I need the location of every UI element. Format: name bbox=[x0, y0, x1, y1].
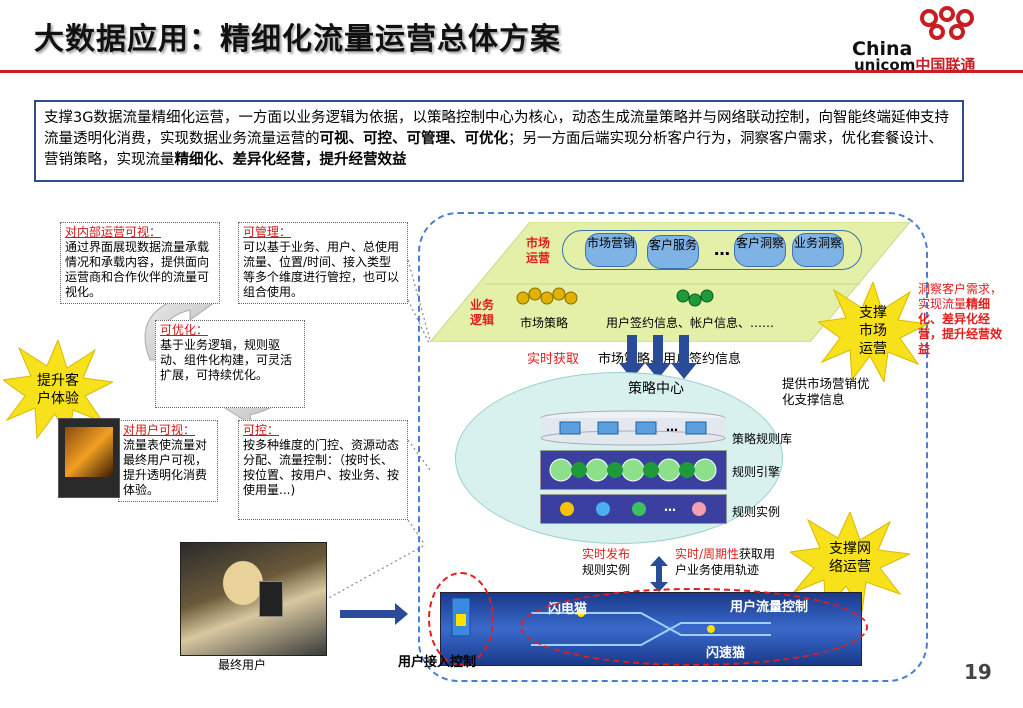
realtime-period-red: 实时/周期性 bbox=[675, 547, 740, 561]
logo-unicom-cn: 中国联通 bbox=[915, 56, 976, 74]
insight-text-red: 洞察客户需求，实现流量 bbox=[918, 282, 1003, 311]
intro-text-2: ；另一方面后端实现分析客户行为，洞察客户需求，优化套餐设计、营销策略，实现流量 bbox=[44, 131, 943, 168]
rules-db-cylinder-icon bbox=[540, 410, 726, 446]
realtime-publish-label: 实时发布 bbox=[582, 547, 631, 561]
fetch-track-text-1: 获取用 bbox=[739, 547, 776, 561]
access-device-icon bbox=[451, 597, 471, 637]
down-arrows-icon bbox=[619, 335, 697, 379]
market-items-group bbox=[562, 230, 862, 270]
policy-center-label: 策略中心 bbox=[628, 381, 684, 397]
arrow-right-icon bbox=[340, 603, 408, 625]
gears-icon bbox=[549, 458, 717, 482]
market-item-customer-insight: 客户洞察 bbox=[734, 233, 786, 267]
note-internal-visible-head: 对内部运营可视： bbox=[65, 225, 162, 239]
up-down-arrow-icon bbox=[650, 556, 668, 592]
page-title: 大数据应用：精细化流量运营总体方案 bbox=[34, 22, 561, 57]
burst-left-text: 提升客户体验 bbox=[37, 373, 79, 407]
note-user-visible: 对用户可视： 流量表使流量对最终用户可视，提升透明化消费体验。 bbox=[118, 420, 218, 502]
intro-summary-box: 支撑3G数据流量精细化运营，一方面以业务逻辑为依据，以策略控制中心为核心，动态生… bbox=[34, 100, 964, 182]
insight-text: 洞察客户需求，实现流量精细化、差异化经营，提升经营效益 bbox=[918, 282, 1008, 357]
rules-instance-label: 规则实例 bbox=[732, 505, 781, 519]
photo-head-shape bbox=[223, 561, 263, 605]
note-manageable-head: 可管理： bbox=[243, 225, 292, 239]
market-layer-label: 市场运营 bbox=[526, 236, 551, 265]
burst-right-bottom-text: 支撑网络运营 bbox=[829, 541, 871, 575]
note-controllable-head: 可控： bbox=[243, 423, 280, 437]
provide-info-label: 提供市场营销优化支撑信息 bbox=[782, 376, 870, 407]
rules-engine-box bbox=[540, 450, 727, 490]
end-user-label: 最终用户 bbox=[218, 658, 267, 672]
realtime-period-label: 实时/周期性获取用 bbox=[675, 545, 775, 562]
diagram-dashed-container bbox=[418, 212, 928, 682]
access-control-label: 用户接入控制 bbox=[398, 655, 477, 670]
market-item-business-insight: 业务洞察 bbox=[792, 233, 844, 267]
insight-text-bold: 精细化、差异化经营，提升经营效益 bbox=[918, 297, 1003, 356]
flow-control-highlight-ellipse bbox=[520, 588, 868, 666]
end-user-photo bbox=[180, 542, 327, 656]
rules-instance-2-label: 规则实例 bbox=[582, 563, 631, 577]
note-manageable-body: 可以基于业务、用户、总使用流量、位置/时间、接入类型等多个维度进行管控，也可以组… bbox=[243, 240, 400, 299]
logic-item-user-info: 用户签约信息、帐户信息、…… bbox=[606, 316, 775, 330]
phone-screen bbox=[65, 427, 113, 477]
note-user-visible-head: 对用户可视： bbox=[123, 423, 196, 437]
instance-orbs-icon bbox=[560, 502, 706, 516]
rules-db-ellipsis: … bbox=[666, 420, 678, 434]
burst-star-left-icon bbox=[3, 340, 113, 440]
burst-star-right-top-icon bbox=[818, 282, 928, 382]
burst-right-top-text: 支撑市场运营 bbox=[859, 305, 887, 357]
intro-bold-2: 精细化、差异化经营，提升经营效益 bbox=[174, 152, 407, 168]
market-item-service: 客户服务 bbox=[647, 235, 699, 269]
photo-phone-shape bbox=[259, 581, 283, 617]
phone-ui-image bbox=[58, 418, 120, 498]
fetch-track-label: 户业务使用轨迹 bbox=[675, 563, 760, 577]
note-controllable: 可控： 按多种维度的门控、资源动态分配、流量控制：（按时长、按位置、按用户、按业… bbox=[238, 420, 408, 520]
intro-text-1: 支撑3G数据流量精细化运营，一方面以业务逻辑为依据，以策略控制中心为核心，动态生… bbox=[44, 110, 949, 147]
note-internal-visible-body: 通过界面展现数据流量承载情况和承载内容，提供面向运营商和合作伙伴的流量可视化。 bbox=[65, 240, 210, 299]
realtime-get-label: 实时获取 bbox=[527, 352, 580, 367]
unicom-logo-icon bbox=[920, 6, 974, 40]
rules-instance-ellipsis: … bbox=[664, 500, 676, 514]
rules-engine-label: 规则引擎 bbox=[732, 465, 781, 479]
market-item-ellipsis: … bbox=[714, 240, 730, 259]
note-user-visible-body: 流量表使流量对最终用户可视，提升透明化消费体验。 bbox=[123, 438, 208, 497]
logo-unicom-text: unicom中国联通 bbox=[854, 54, 975, 75]
intro-bold-1: 可视、可控、可管理、可优化 bbox=[319, 131, 509, 147]
logo-unicom-en: unicom bbox=[854, 56, 916, 74]
page-number: 19 bbox=[964, 660, 992, 684]
logic-orbs-icon bbox=[516, 287, 714, 307]
logo-china-text: China bbox=[852, 38, 913, 60]
burst-star-right-bottom-icon bbox=[790, 512, 910, 612]
rules-instance-box bbox=[540, 494, 727, 524]
business-logic-label: 业务逻辑 bbox=[470, 298, 495, 327]
note-manageable: 可管理： 可以基于业务、用户、总使用流量、位置/时间、接入类型等多个维度进行管控… bbox=[238, 222, 408, 304]
market-layer-shape bbox=[430, 222, 910, 342]
note-internal-visible: 对内部运营可视： 通过界面展现数据流量承载情况和承载内容，提供面向运营商和合作伙… bbox=[60, 222, 220, 304]
access-control-highlight-ellipse bbox=[428, 572, 494, 666]
rules-db-label: 策略规则库 bbox=[732, 432, 793, 446]
note-optimizable-head: 可优化： bbox=[160, 323, 209, 337]
logic-item-strategy: 市场策略 bbox=[520, 316, 569, 330]
note-controllable-body: 按多种维度的门控、资源动态分配、流量控制：（按时长、按位置、按用户、按业务、按使… bbox=[243, 438, 400, 497]
note-optimizable: 可优化： 基于业务逻辑，规则驱动、组件化构建，可灵活扩展，可持续优化。 bbox=[155, 320, 305, 408]
title-underline bbox=[0, 70, 1023, 73]
note-optimizable-body: 基于业务逻辑，规则驱动、组件化构建，可灵活扩展，可持续优化。 bbox=[160, 338, 293, 382]
market-item-marketing: 市场营销 bbox=[585, 233, 637, 267]
